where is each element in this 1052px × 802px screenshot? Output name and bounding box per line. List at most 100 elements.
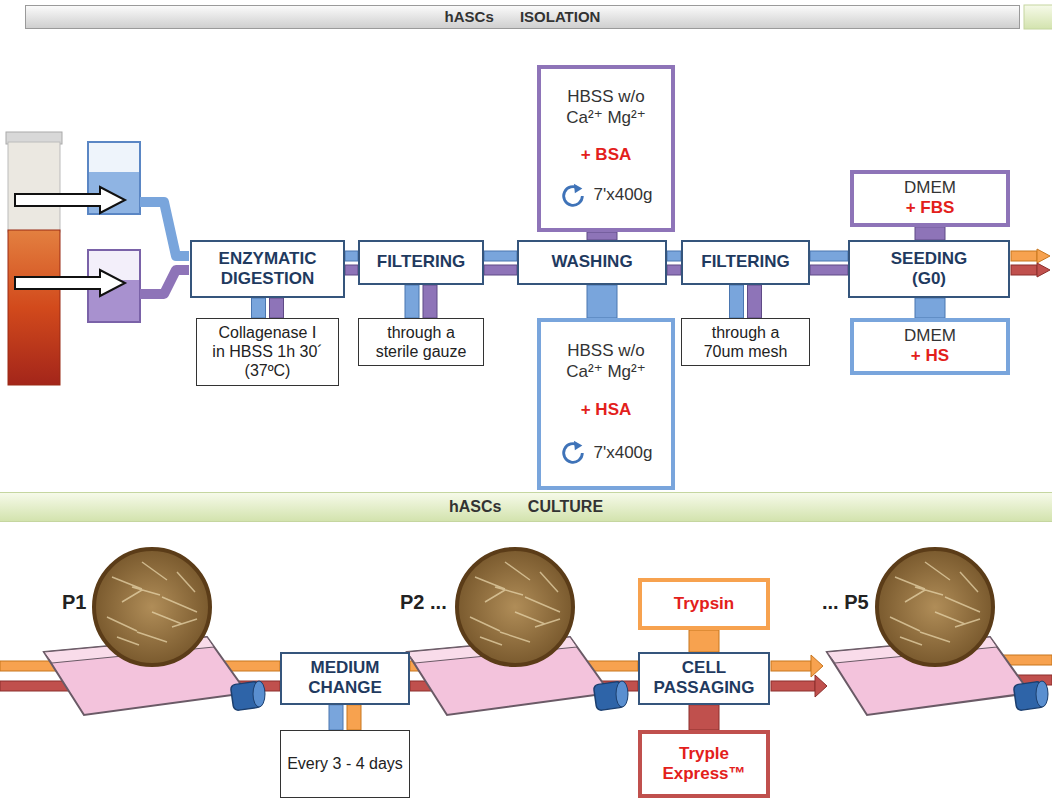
reagent-box: Trypsin (638, 578, 770, 630)
flow-bar (748, 285, 762, 318)
cycle-icon (559, 182, 587, 210)
box-text: Trypsin (674, 594, 734, 614)
box-text: SEEDING (G0) (879, 249, 979, 290)
flow-bar (252, 298, 266, 318)
flow-bar (587, 285, 617, 318)
process-box: MEDIUM CHANGE (280, 652, 410, 705)
flow-connector (689, 705, 719, 730)
flow-connector (730, 285, 762, 318)
box-text: through a sterile gauze (366, 323, 476, 361)
reagent-box: HBSS w/o Ca²⁺ Mg²⁺ + HSA 7'x400g (537, 318, 675, 490)
icon-row: 7'x400g (559, 439, 652, 467)
box-text: 7'x400g (593, 185, 652, 205)
note-box: through a sterile gauze (358, 318, 484, 366)
cycle-icon-use (564, 184, 583, 205)
reagent-box: DMEM+ FBS (850, 170, 1010, 227)
culture-flow (771, 661, 811, 671)
input-flow (140, 202, 189, 256)
reagent-box: Tryple Express™ (638, 730, 770, 798)
flow-connector (915, 227, 945, 240)
cycle-icon-use (564, 441, 583, 462)
flow-bar (484, 251, 517, 261)
box-text: Tryple Express™ (648, 744, 760, 785)
culture-flask (44, 549, 265, 715)
box-text: hASCs CULTURE (449, 497, 603, 516)
culture-flow (771, 681, 815, 691)
output-head (1037, 263, 1050, 277)
box-text: MEDIUM CHANGE (288, 658, 402, 699)
culture-flask (827, 549, 1048, 715)
box-text: + HS (911, 346, 949, 366)
flow-connector (252, 298, 284, 318)
process-box: CELL PASSAGING (638, 652, 770, 705)
box-text: FILTERING (701, 252, 789, 272)
flow-connector (405, 285, 437, 318)
flow-bar (345, 251, 358, 261)
box-text: + FBS (906, 198, 955, 218)
flow-connector (484, 251, 517, 275)
header-band: hASCs CULTURE (0, 492, 1052, 522)
output-head (1037, 249, 1050, 263)
box-text: HBSS w/o Ca²⁺ Mg²⁺ (554, 87, 659, 128)
flow-connector (689, 630, 719, 652)
next-band (1024, 5, 1052, 29)
culture-flask (407, 549, 628, 715)
flow-connector (345, 251, 358, 275)
header-band: hASCs ISOLATION (25, 5, 1020, 29)
process-box: WASHING (517, 240, 667, 285)
flow-connector (587, 285, 617, 318)
flow-bar (689, 630, 719, 652)
flow-bar (810, 265, 848, 275)
box-text: Every 3 - 4 days (287, 754, 403, 773)
box-text: DMEM (904, 178, 956, 198)
input-flow (140, 270, 189, 294)
culture-head (815, 675, 827, 697)
flow-bar (345, 265, 358, 275)
flow-bar (915, 227, 945, 240)
flow-connector (329, 705, 361, 730)
box-text: CELL PASSAGING (646, 658, 762, 699)
note-box: Collagenase Ⅰ in HBSS 1h 30´ (37ºC) (196, 318, 339, 386)
box-text: WASHING (551, 252, 632, 272)
hollow-arrow (15, 270, 125, 296)
flow-connector (587, 232, 617, 240)
flow-bar (405, 285, 419, 318)
flask-label: P2 ... (400, 590, 447, 614)
tube-top (8, 142, 60, 232)
process-box: FILTERING (358, 240, 484, 285)
flow-connector (915, 298, 945, 318)
flow-bar (423, 285, 437, 318)
flow-bar (667, 251, 681, 261)
flask-label: ... P5 (822, 590, 869, 614)
box-text: HBSS w/o Ca²⁺ Mg²⁺ (554, 341, 659, 382)
flow-connector (810, 251, 848, 275)
note-box: Every 3 - 4 days (280, 730, 410, 798)
box-text: hASCs ISOLATION (445, 8, 601, 26)
box-text: + BSA (581, 145, 632, 165)
process-box: FILTERING (681, 240, 810, 285)
process-box: SEEDING (G0) (848, 240, 1010, 298)
flow-bar (587, 232, 617, 240)
flow-bar (667, 265, 681, 275)
flow-bar (730, 285, 744, 318)
hollow-arrow (15, 187, 125, 213)
box-text: 7'x400g (593, 443, 652, 463)
output-flow (1011, 265, 1037, 275)
flow-bar (329, 705, 343, 730)
culture-head (811, 655, 823, 677)
box-text: DMEM (904, 326, 956, 346)
flow-bar (810, 251, 848, 261)
box-text: + HSA (581, 400, 632, 420)
box-text: through a 70um mesh (691, 323, 801, 361)
note-box: through a 70um mesh (681, 318, 810, 366)
flow-bar (689, 705, 719, 730)
box-text: ENZYMATIC DIGESTION (198, 249, 337, 290)
flow-bar (270, 298, 284, 318)
cycle-icon (559, 439, 587, 467)
flow-bar (484, 265, 517, 275)
tube-tissue (8, 230, 60, 385)
box-text: FILTERING (377, 252, 465, 272)
